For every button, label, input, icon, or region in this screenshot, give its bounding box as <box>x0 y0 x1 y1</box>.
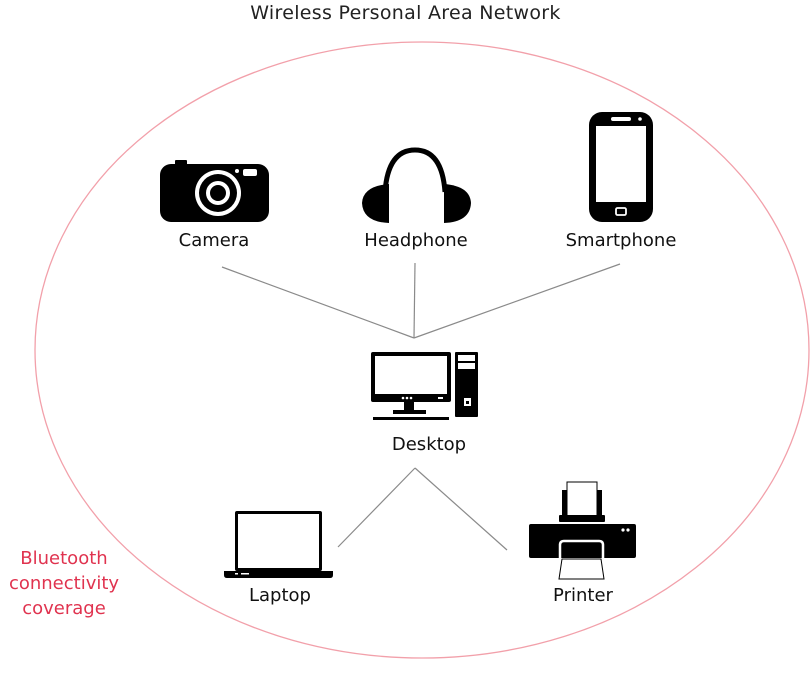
printer-icon <box>529 481 636 580</box>
coverage-label-line: Bluetooth <box>20 548 108 569</box>
node-label-headphone: Headphone <box>364 230 468 251</box>
edge-smartphone-desktop <box>413 263 621 339</box>
node-label-printer: Printer <box>553 585 613 606</box>
desktop-icon <box>371 352 478 420</box>
coverage-label-line: coverage <box>22 598 106 619</box>
smartphone-icon <box>589 112 653 222</box>
camera-icon <box>160 160 269 222</box>
coverage-label: Bluetooth connectivity coverage <box>0 546 128 621</box>
edges <box>221 262 621 551</box>
laptop-icon <box>224 511 333 578</box>
edge-camera-desktop <box>221 266 415 339</box>
headphone-icon <box>362 147 471 223</box>
edge-desktop-laptop <box>337 467 416 548</box>
edge-desktop-printer <box>414 467 508 551</box>
node-label-smartphone: Smartphone <box>565 230 677 251</box>
node-label-desktop: Desktop <box>391 434 467 455</box>
diagram-title: Wireless Personal Area Network <box>250 2 561 24</box>
bluetooth-coverage-boundary <box>34 41 810 659</box>
coverage-label-line: connectivity <box>8 573 120 594</box>
node-label-camera: Camera <box>178 230 250 251</box>
node-label-laptop: Laptop <box>249 585 311 606</box>
edge-headphone-desktop <box>413 262 416 339</box>
